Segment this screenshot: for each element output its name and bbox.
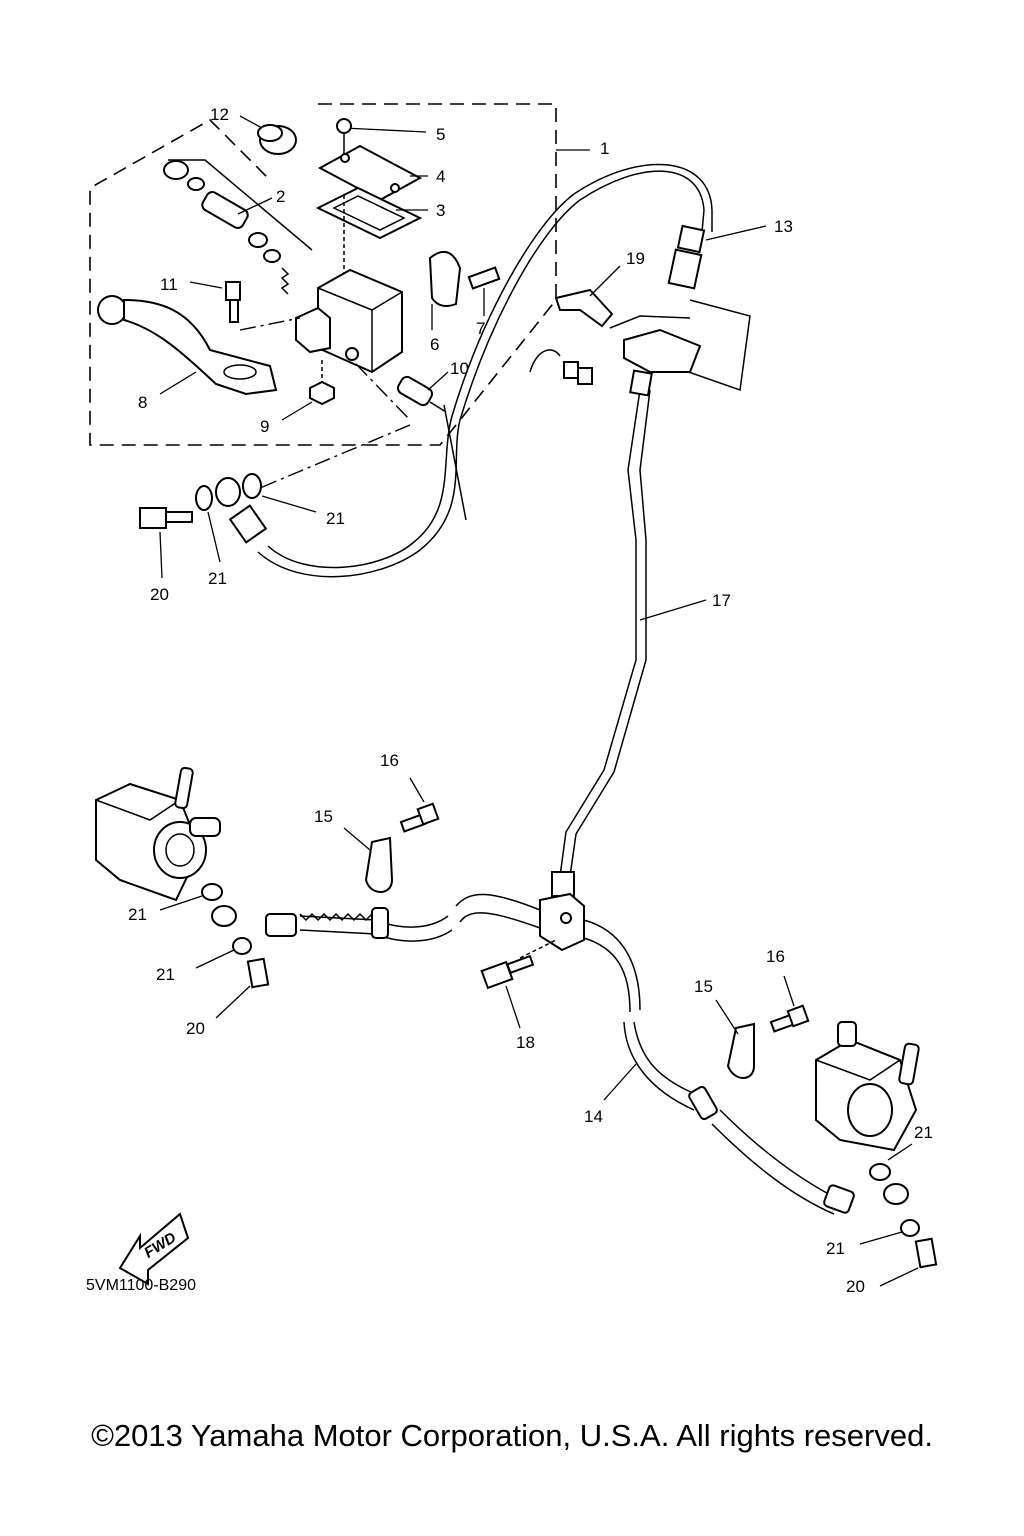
callout-21-upper-right: 21 <box>326 509 345 528</box>
callout-11: 11 <box>160 275 178 294</box>
frame-bracket <box>609 299 751 392</box>
callout-16-left: 16 <box>380 751 399 770</box>
callout-21-left-a: 21 <box>128 905 147 924</box>
right-caliper <box>815 1021 938 1287</box>
lever-bolt-part <box>189 281 301 331</box>
upper-brake-hose <box>257 163 713 578</box>
fwd-arrow-icon: FWD <box>118 1212 190 1286</box>
lower-brake-hoses <box>265 893 855 1215</box>
callout-2: 2 <box>276 187 285 206</box>
callout-9: 9 <box>260 417 269 436</box>
callout-21-left-b: 21 <box>156 965 175 984</box>
switch-connector <box>529 349 593 385</box>
callout-6: 6 <box>430 335 439 354</box>
callout-3: 3 <box>436 201 445 220</box>
callout-16-right: 16 <box>766 947 785 966</box>
upper-banjo-assembly <box>139 473 317 579</box>
callout-14: 14 <box>584 1107 603 1126</box>
callout-10: 10 <box>450 359 469 378</box>
master-cylinder-assembly-outline <box>89 103 590 446</box>
callout-5: 5 <box>436 125 445 144</box>
callout-4: 4 <box>436 167 445 186</box>
left-caliper <box>95 766 270 1019</box>
piston-kit-part <box>163 159 313 295</box>
hose-clamp-upper <box>554 265 621 328</box>
callout-labels: 1 2 3 4 5 6 7 8 9 10 11 12 13 14 15 15 1… <box>128 105 933 1296</box>
copyright-notice: ©2013 Yamaha Motor Corporation, U.S.A. A… <box>91 1418 933 1453</box>
holder-part <box>428 250 501 330</box>
callout-20-right: 20 <box>846 1277 865 1296</box>
brake-joint-block <box>480 892 585 1029</box>
master-cylinder-body <box>295 268 403 374</box>
callout-20-left: 20 <box>186 1019 205 1038</box>
boot-part <box>239 115 297 155</box>
callout-19: 19 <box>626 249 645 268</box>
callout-21-right-b: 21 <box>826 1239 845 1258</box>
callout-8: 8 <box>138 393 147 412</box>
reservoir-cap-stack <box>315 118 428 290</box>
callout-7: 7 <box>476 319 485 338</box>
brake-system-diagram: FWD 1 2 3 4 5 6 7 8 9 10 11 12 13 14 15 … <box>86 103 938 1296</box>
callout-17: 17 <box>712 591 731 610</box>
clamp-bolt-right <box>715 975 810 1079</box>
brake-switch-part <box>259 363 449 489</box>
callout-15-left: 15 <box>314 807 333 826</box>
brake-lever-part <box>97 295 278 396</box>
hose-joint-part <box>667 224 767 290</box>
callout-21-right-a: 21 <box>914 1123 933 1142</box>
clamp-bolt-left <box>343 777 440 893</box>
callout-1: 1 <box>600 139 609 158</box>
nut-part <box>281 360 335 421</box>
diagram-code: 5VM1100-B290 <box>86 1277 196 1294</box>
callout-13: 13 <box>774 217 793 236</box>
callout-18: 18 <box>516 1033 535 1052</box>
callout-15-right: 15 <box>694 977 713 996</box>
callout-21-upper-left: 21 <box>208 569 227 588</box>
callout-12: 12 <box>210 105 229 124</box>
brake-pipe <box>551 369 707 897</box>
callout-20-upper: 20 <box>150 585 169 604</box>
